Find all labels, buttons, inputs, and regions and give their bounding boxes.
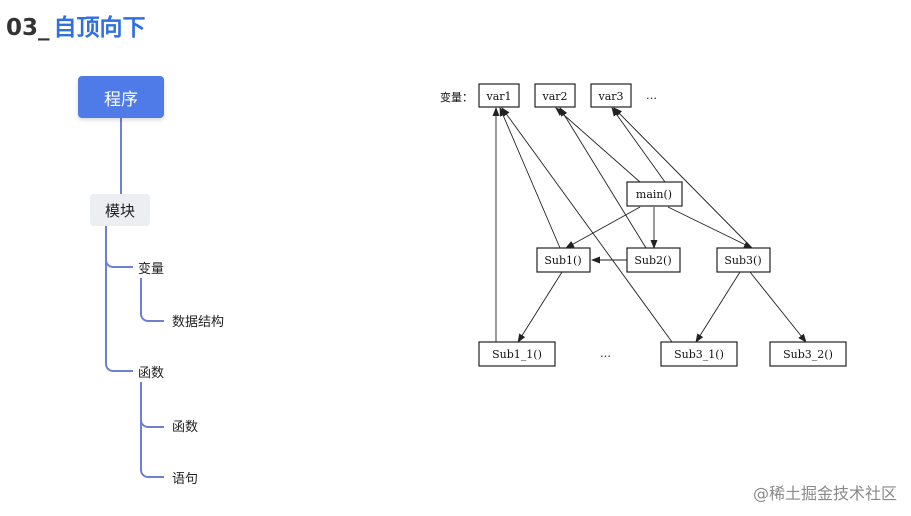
branch-statements-line [140,462,164,478]
sub3-box [716,247,771,273]
edge-sub3-sub3_2 [749,271,807,343]
sub2-label: Sub2() [634,254,671,267]
mindmap-node-variables: 变量 [138,262,165,277]
edge-main-var3 [611,107,666,183]
sub2-box [626,247,681,273]
root-to-module-line [120,118,122,194]
sub3_2-box [769,341,847,367]
branch-variables-line [105,252,133,268]
sub1-box [536,247,591,273]
var1-box [478,83,520,108]
main-box [626,181,683,207]
variables-label: 变量： [440,90,473,104]
edge-sub3-var3 [613,107,753,249]
mindmap-node-module: 模块 [90,194,150,226]
page-title: 03_自顶向下 [6,12,146,44]
mindmap-node-data-structures: 数据结构 [172,315,225,330]
var3-label: var3 [597,90,623,103]
module-trunk-line [105,226,107,356]
edge-sub2-var2 [559,107,647,249]
edge-sub1-sub1_1 [517,271,563,343]
sub1-label: Sub1() [544,254,581,267]
edge-sub3-sub3_1 [695,271,741,343]
var2-label: var2 [541,90,567,103]
edge-main-var2 [555,107,641,183]
sub3_2-label: Sub3_2() [783,348,833,361]
var1-label: var1 [485,90,511,103]
branch-function-item-line [140,412,164,428]
subs-ellipsis: … [600,347,611,360]
edge-main-sub3 [667,206,753,249]
var2-box [534,83,576,108]
mindmap-node-functions-group: 函数 [138,366,165,381]
edge-main-sub1 [565,206,641,249]
sub1_1-label: Sub1_1() [492,348,542,361]
edge-sub1-var1 [499,107,561,249]
section-title: 自顶向下 [53,15,146,41]
mindmap-node-function-item: 函数 [172,420,199,435]
var3-box [590,83,632,108]
mindmap-root-program: 程序 [78,76,164,118]
vars-ellipsis: … [646,89,657,102]
sub3_1-box [660,341,738,367]
watermark: @稀土掘金技术社区 [752,484,897,503]
variables-sub-trunk [140,278,142,308]
sub1_1-box [478,341,556,367]
branch-data-structures-line [140,306,164,322]
call-edges [492,107,807,343]
mindmap-node-statements: 语句 [172,472,199,487]
edge-sub3_1-var1 [501,107,673,343]
sub3-label: Sub3() [724,254,761,267]
sub3_1-label: Sub3_1() [674,348,724,361]
section-number: 03_ [6,15,50,41]
main-label: main() [636,188,672,201]
branch-functions-line [105,356,133,372]
